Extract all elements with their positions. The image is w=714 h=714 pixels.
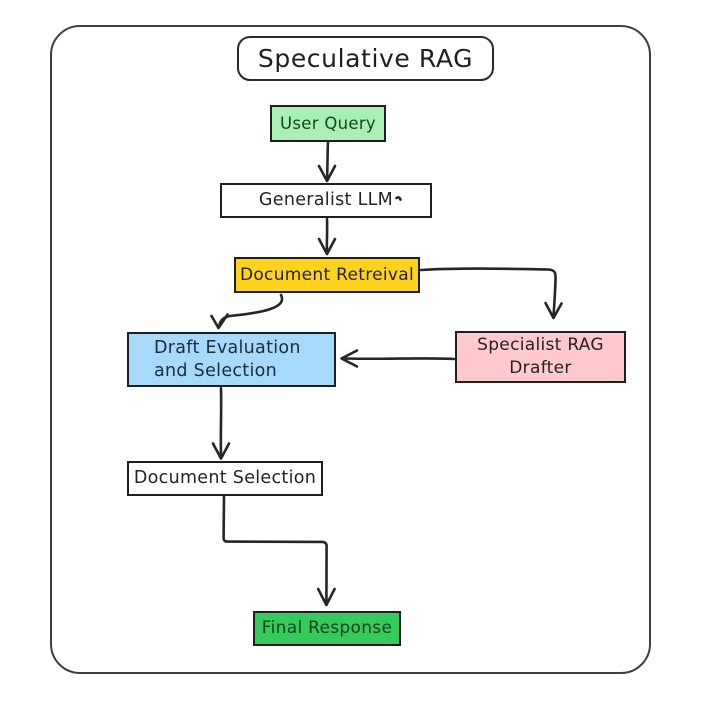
node-document-retrieval: Document Retreival [234, 257, 420, 293]
node-draft-evaluation-and-selection: Draft Evaluation and Selection [127, 332, 336, 387]
diagram-title-box: Speculative RAG [237, 36, 494, 81]
node-draft-evaluation-label-line1: Draft Evaluation [154, 337, 301, 358]
page-title: Speculative RAG [257, 44, 474, 73]
node-generalist-llm: Generalist LLM [220, 183, 432, 218]
node-specialist-rag-drafter-label-line2: Drafter [509, 358, 572, 378]
node-document-selection-label: Document Selection [133, 468, 317, 488]
node-specialist-rag-drafter-label-line1: Specialist RAG [477, 335, 604, 355]
node-final-response: Final Response [253, 611, 401, 646]
node-document-selection: Document Selection [127, 461, 323, 496]
node-document-retrieval-label: Document Retreival [239, 264, 415, 285]
node-generalist-llm-label: Generalist LLM [258, 190, 394, 210]
node-specialist-rag-drafter: Specialist RAG Drafter [455, 331, 626, 383]
node-final-response-label: Final Response [261, 618, 393, 638]
node-user-query: User Query [270, 105, 386, 142]
node-user-query-label: User Query [280, 114, 376, 133]
node-draft-evaluation-label-line2: and Selection [154, 360, 278, 381]
